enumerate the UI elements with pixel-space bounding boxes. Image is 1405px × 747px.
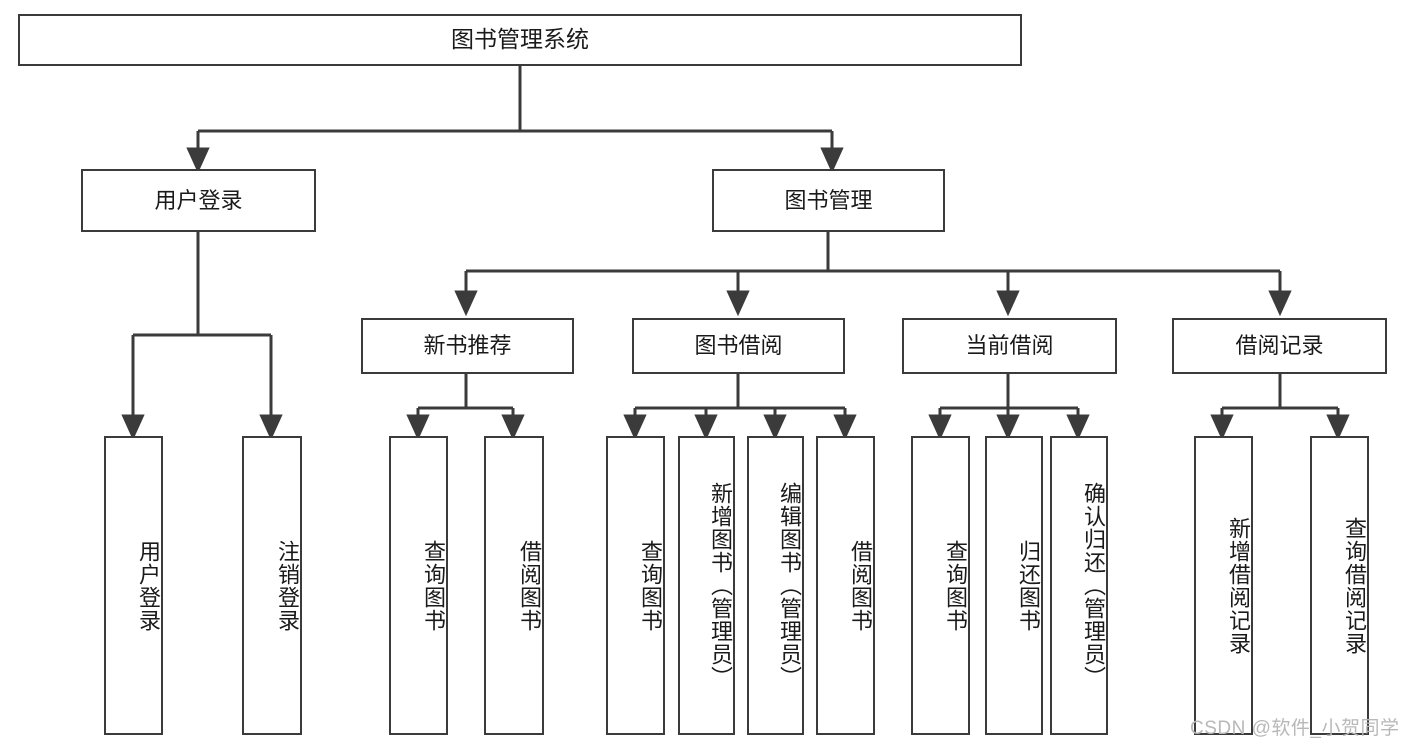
- leaf-current-query-book[interactable]: 查询图书: [911, 436, 970, 735]
- leaf-new-book-query[interactable]: 查询图书: [389, 436, 448, 735]
- node-label: 注销登录: [275, 539, 300, 632]
- node-borrow-record[interactable]: 借阅记录: [1172, 318, 1387, 374]
- leaf-borrow-add-book-admin[interactable]: 新增图书（管理员）: [678, 436, 735, 735]
- node-label: 用户登录: [154, 187, 243, 213]
- node-book-management[interactable]: 图书管理: [712, 169, 945, 232]
- leaf-user-login-login[interactable]: 用户登录: [104, 436, 163, 735]
- leaf-record-query-record[interactable]: 查询借阅记录: [1310, 436, 1369, 735]
- node-label: 查询图书: [638, 539, 663, 632]
- leaf-record-add-record[interactable]: 新增借阅记录: [1194, 436, 1253, 735]
- node-label: 图书管理: [784, 187, 873, 213]
- leaf-user-login-logout[interactable]: 注销登录: [242, 436, 302, 735]
- leaf-current-return-book[interactable]: 归还图书: [985, 436, 1043, 735]
- csdn-watermark: CSDN @软件_小贺同学: [1190, 718, 1400, 739]
- leaf-new-book-borrow[interactable]: 借阅图书: [484, 436, 544, 735]
- node-label: 图书借阅: [694, 333, 783, 359]
- node-label: 新增图书（管理员）: [708, 482, 733, 689]
- node-current-borrow[interactable]: 当前借阅: [902, 318, 1117, 374]
- node-label: 归还图书: [1016, 539, 1041, 632]
- leaf-borrow-borrow-book[interactable]: 借阅图书: [816, 436, 875, 735]
- node-root-system[interactable]: 图书管理系统: [18, 14, 1022, 66]
- node-label: 新增借阅记录: [1226, 516, 1251, 655]
- node-label: 确认归还（管理员）: [1081, 482, 1106, 689]
- node-label: 当前借阅: [965, 333, 1054, 359]
- node-new-book-recommend[interactable]: 新书推荐: [361, 318, 574, 374]
- node-label: 查询图书: [943, 539, 968, 632]
- node-label: 借阅图书: [848, 539, 873, 632]
- node-label: 用户登录: [136, 539, 161, 632]
- node-label: 借阅图书: [517, 539, 542, 632]
- node-label: 编辑图书（管理员）: [777, 482, 802, 689]
- leaf-current-confirm-return-admin[interactable]: 确认归还（管理员）: [1050, 436, 1108, 735]
- node-label: 借阅记录: [1235, 333, 1324, 359]
- node-user-login[interactable]: 用户登录: [81, 169, 316, 232]
- node-book-borrow[interactable]: 图书借阅: [632, 318, 845, 374]
- node-label: 图书管理系统: [451, 26, 589, 53]
- leaf-borrow-query-book[interactable]: 查询图书: [606, 436, 665, 735]
- node-label: 查询图书: [421, 539, 446, 632]
- node-label: 新书推荐: [423, 333, 512, 359]
- leaf-borrow-edit-book-admin[interactable]: 编辑图书（管理员）: [747, 436, 804, 735]
- node-label: 查询借阅记录: [1342, 516, 1367, 655]
